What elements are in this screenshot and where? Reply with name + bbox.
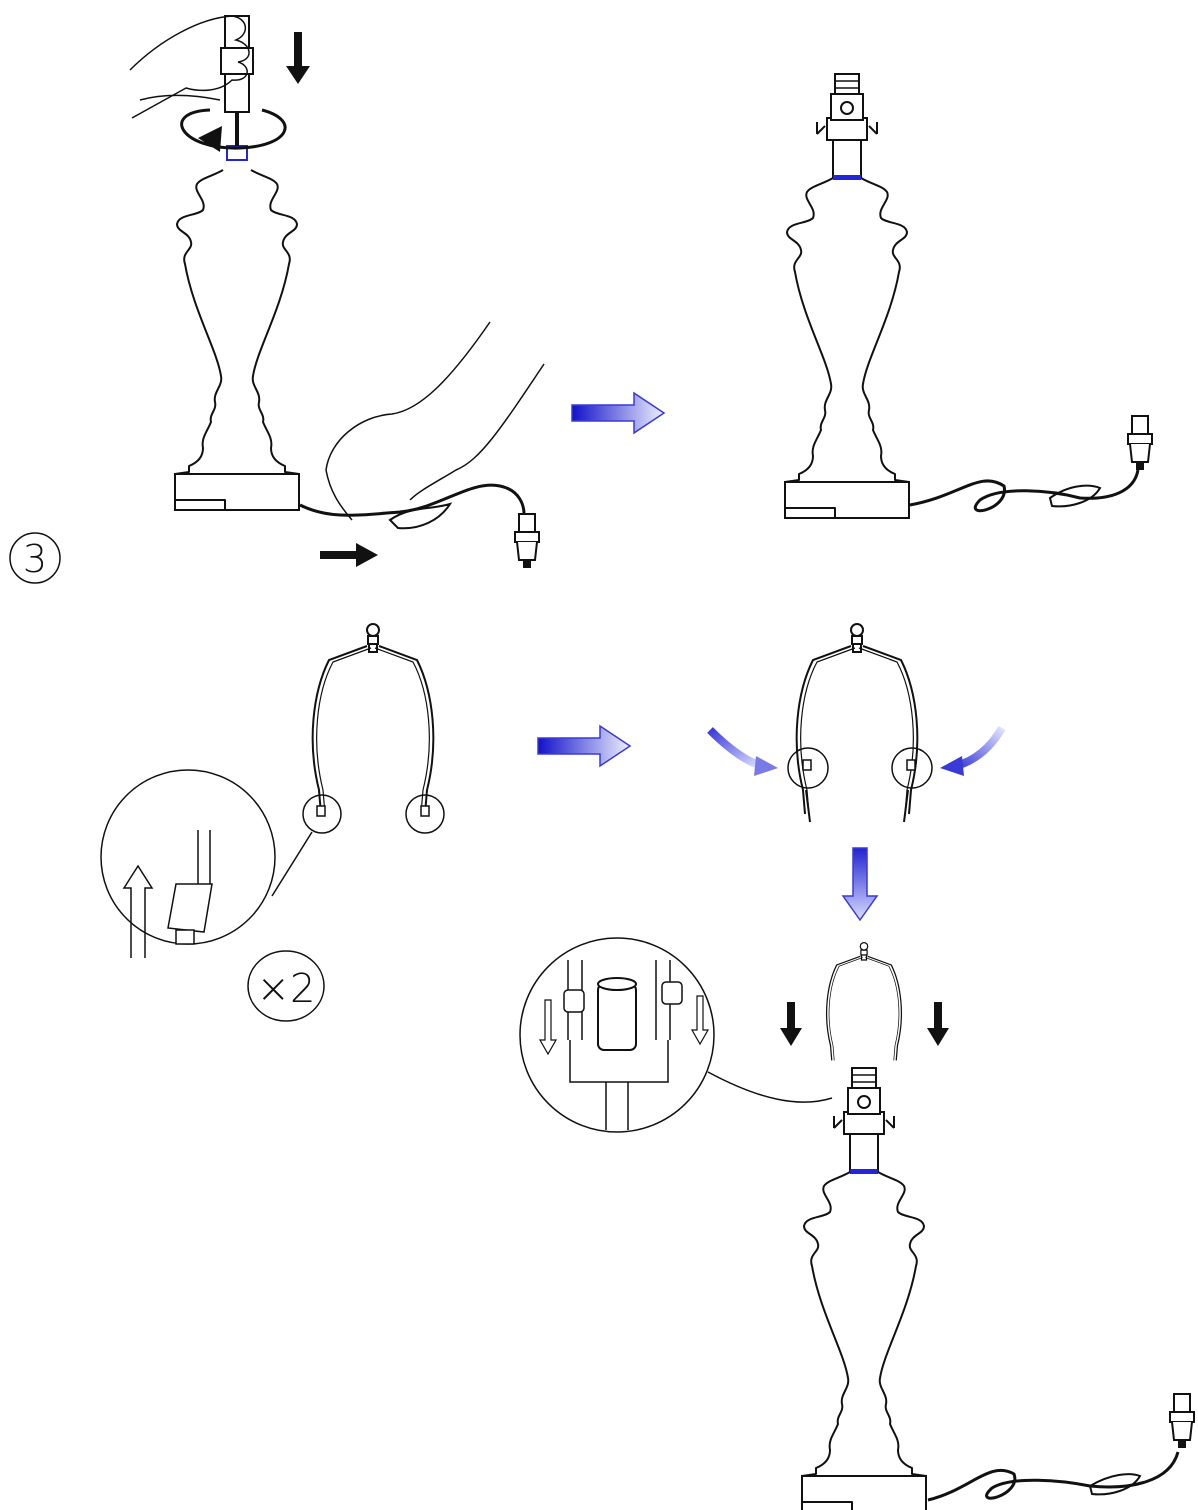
hand-icon-cord [325, 321, 545, 521]
squeeze-arrow-left-icon [707, 727, 778, 776]
harp-squeeze [707, 623, 1006, 823]
lamp-final [519, 937, 1195, 1510]
step-number-marker: 3 [9, 532, 61, 584]
flow-arrow-1 [571, 392, 665, 434]
multiplier-label: ×2 [257, 966, 316, 1012]
flow-arrow-2 [537, 725, 631, 767]
flow-arrow-down [841, 847, 879, 922]
push-down-arrow-icon-left [780, 1002, 802, 1046]
lamp-assembled-top [784, 73, 1153, 519]
pull-right-arrow-icon [320, 543, 378, 567]
hand-icon [129, 15, 250, 119]
up-arrow-icon [122, 864, 154, 958]
squeeze-arrow-right-icon [940, 725, 1006, 776]
rotate-arrow-icon [180, 108, 287, 150]
harp-detail-left: ×2 [100, 623, 445, 1022]
push-down-arrow-icon [286, 32, 310, 84]
push-down-arrow-icon-right [927, 1002, 949, 1046]
multiplier-badge: ×2 [247, 950, 325, 1022]
lamp-install-left [129, 15, 545, 569]
step-number-label: 3 [23, 537, 47, 581]
